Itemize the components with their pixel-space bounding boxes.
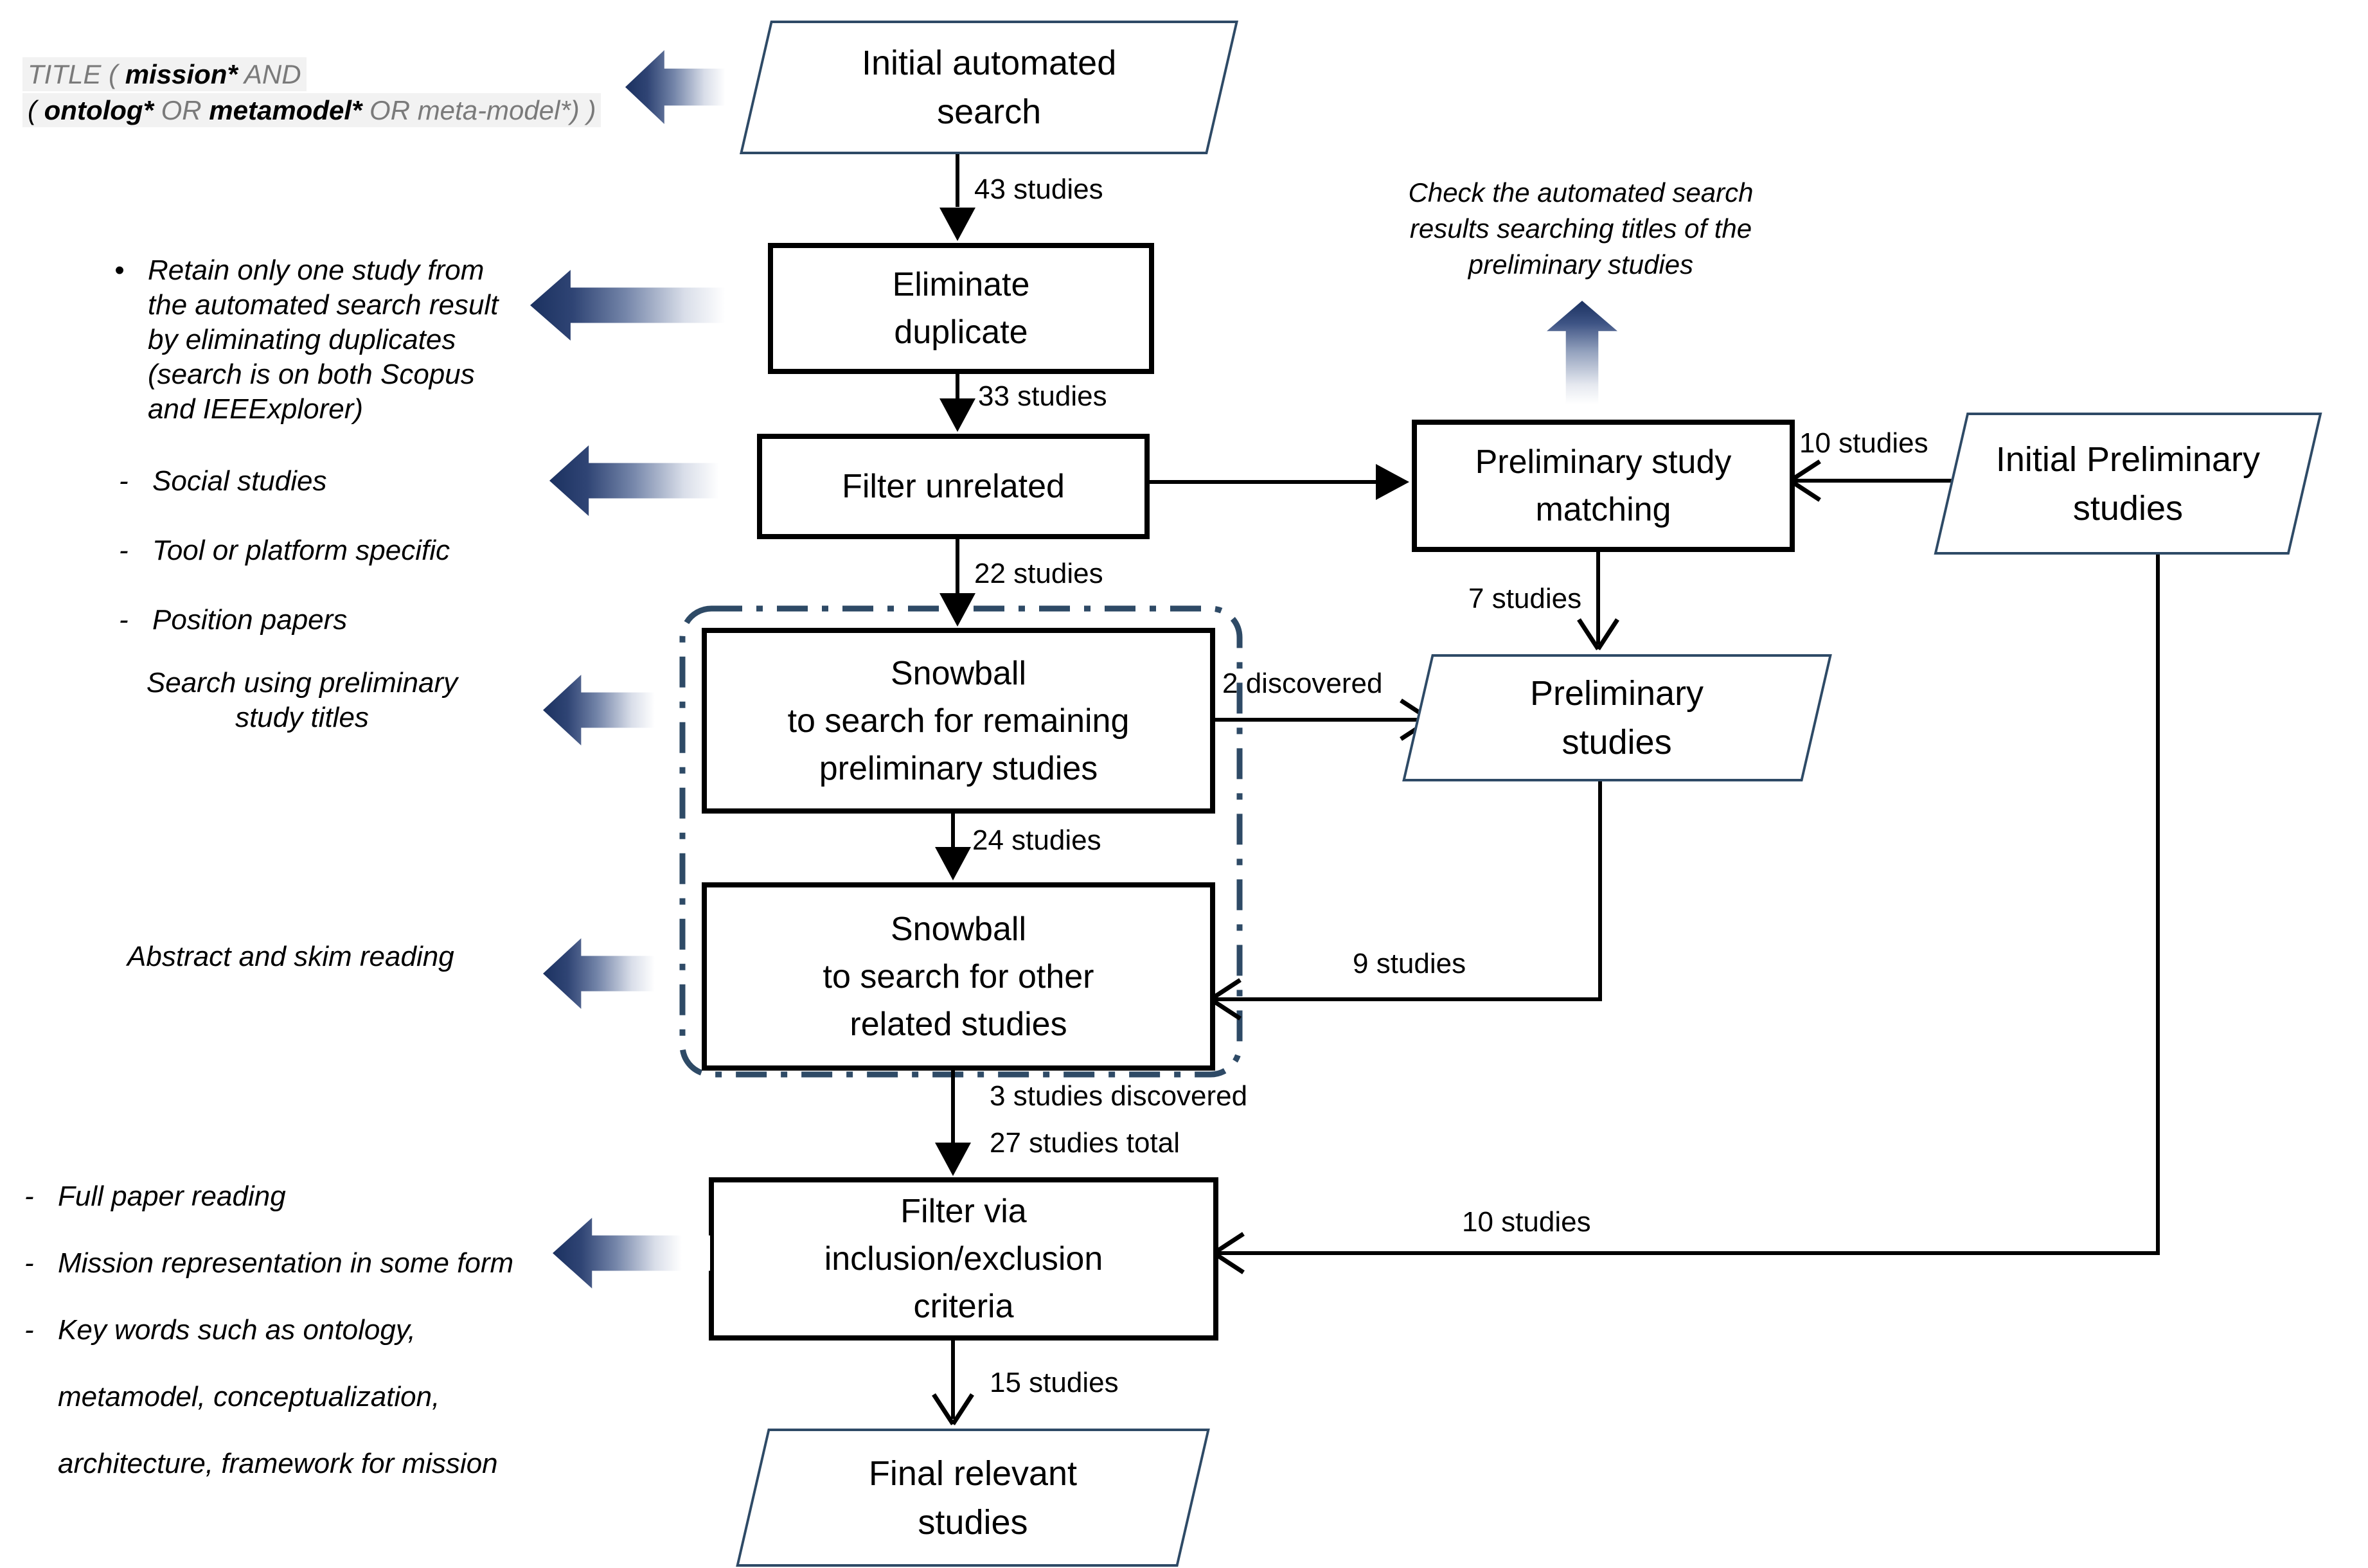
dash-marker: -: [119, 535, 129, 566]
list-item: - Position papers: [119, 603, 450, 637]
query-line-1: TITLE ( mission* AND: [22, 57, 601, 93]
edge-label-2-discovered: 2 discovered: [1222, 668, 1383, 699]
annotation-retain-duplicates: • Retain only one study from the automat…: [114, 218, 498, 461]
node-label: Filter unrelated: [842, 468, 1065, 505]
query-line-2: ( ontolog* OR metamodel* OR meta-model*)…: [22, 93, 601, 129]
node-eliminate-duplicate: Eliminate duplicate: [768, 243, 1154, 374]
edge-label-43-studies: 43 studies: [974, 174, 1103, 205]
annotation-filter-list: - Social studies - Tool or platform spec…: [119, 429, 450, 672]
node-initial-preliminary-studies: Initial Preliminary studies: [1934, 413, 2322, 555]
annotation-search-titles: Search using preliminary study titles: [146, 667, 458, 733]
node-initial-automated-search: Initial automated search: [739, 21, 1239, 154]
node-preliminary-studies: Preliminary studies: [1402, 654, 1832, 781]
list-item: - Social studies: [119, 464, 450, 499]
edge-label-7-studies: 7 studies: [1468, 583, 1582, 614]
list-item: - Key words such as ontology,: [24, 1314, 513, 1347]
list-item-text: Social studies: [152, 465, 327, 497]
annotation-check-note: Check the automated search results searc…: [1408, 177, 1754, 280]
node-label: Snowball to search for other related stu…: [823, 910, 1094, 1043]
node-label: Initial Preliminary studies: [1995, 440, 2261, 528]
list-item: - Mission representation in some form: [24, 1247, 513, 1280]
solid-arrowheads: [935, 208, 1409, 1176]
edge-label-10-studies-top: 10 studies: [1799, 427, 1928, 459]
snowball-group-border: [679, 605, 1243, 1078]
node-label: Initial automated search: [861, 44, 1117, 131]
list-item-text: Full paper reading: [58, 1180, 286, 1212]
edge-label-24-studies: 24 studies: [972, 824, 1101, 856]
dash-marker: -: [24, 1314, 34, 1346]
edge-label-27-studies-total: 27 studies total: [990, 1127, 1180, 1159]
node-label: Filter via inclusion/exclusion criteria: [824, 1193, 1103, 1325]
list-item: metamodel, conceptualization,: [24, 1380, 513, 1414]
list-item: - Full paper reading: [24, 1180, 513, 1213]
list-item-text: Mission representation in some form: [58, 1247, 514, 1279]
edge-label-3-studies-discovered: 3 studies discovered: [990, 1080, 1248, 1112]
node-label: Snowball to search for remaining prelimi…: [787, 654, 1130, 787]
list-item-text: Tool or platform specific: [152, 535, 450, 566]
edge-label-9-studies: 9 studies: [1353, 948, 1466, 979]
annotation-criteria-list: - Full paper reading - Mission represent…: [24, 1146, 513, 1514]
node-snowball-preliminary: Snowball to search for remaining prelimi…: [702, 628, 1215, 814]
node-final-relevant-studies: Final relevant studies: [736, 1429, 1210, 1567]
list-item: - Tool or platform specific: [119, 533, 450, 568]
annotation-search-query: TITLE ( mission* AND ( ontolog* OR metam…: [22, 57, 601, 129]
node-filter-criteria: Filter via inclusion/exclusion criteria: [709, 1177, 1218, 1341]
edge-label-22-studies: 22 studies: [974, 558, 1103, 589]
edge-label-15-studies: 15 studies: [990, 1367, 1119, 1398]
annotation-abstract-skim: Abstract and skim reading: [127, 941, 454, 972]
node-preliminary-study-matching: Preliminary study matching: [1412, 420, 1795, 552]
node-label: Preliminary studies: [1530, 674, 1704, 762]
annotation-text: Retain only one study from the automated…: [148, 254, 499, 425]
bullet-marker: •: [114, 254, 125, 286]
dash-marker: [24, 1447, 58, 1481]
dash-marker: -: [119, 465, 129, 497]
dash-marker: -: [24, 1180, 34, 1212]
list-item-text: Key words such as ontology,: [58, 1314, 416, 1346]
node-label: Preliminary study matching: [1475, 443, 1732, 528]
node-label: Eliminate duplicate: [892, 266, 1030, 351]
list-item: architecture, framework for mission: [24, 1447, 513, 1481]
edge-label-10-studies-bottom: 10 studies: [1462, 1206, 1591, 1238]
dash-marker: [24, 1380, 58, 1414]
dash-marker: -: [119, 604, 129, 636]
dash-marker: -: [24, 1247, 34, 1279]
node-label: Final relevant studies: [868, 1454, 1078, 1542]
edge-label-33-studies: 33 studies: [978, 380, 1107, 412]
node-filter-unrelated: Filter unrelated: [757, 434, 1150, 539]
list-item-text: architecture, framework for mission: [58, 1448, 498, 1479]
list-item-text: Position papers: [152, 604, 348, 636]
edges: [951, 152, 2160, 1419]
list-item-text: metamodel, conceptualization,: [58, 1381, 440, 1412]
node-snowball-related: Snowball to search for other related stu…: [702, 882, 1215, 1071]
